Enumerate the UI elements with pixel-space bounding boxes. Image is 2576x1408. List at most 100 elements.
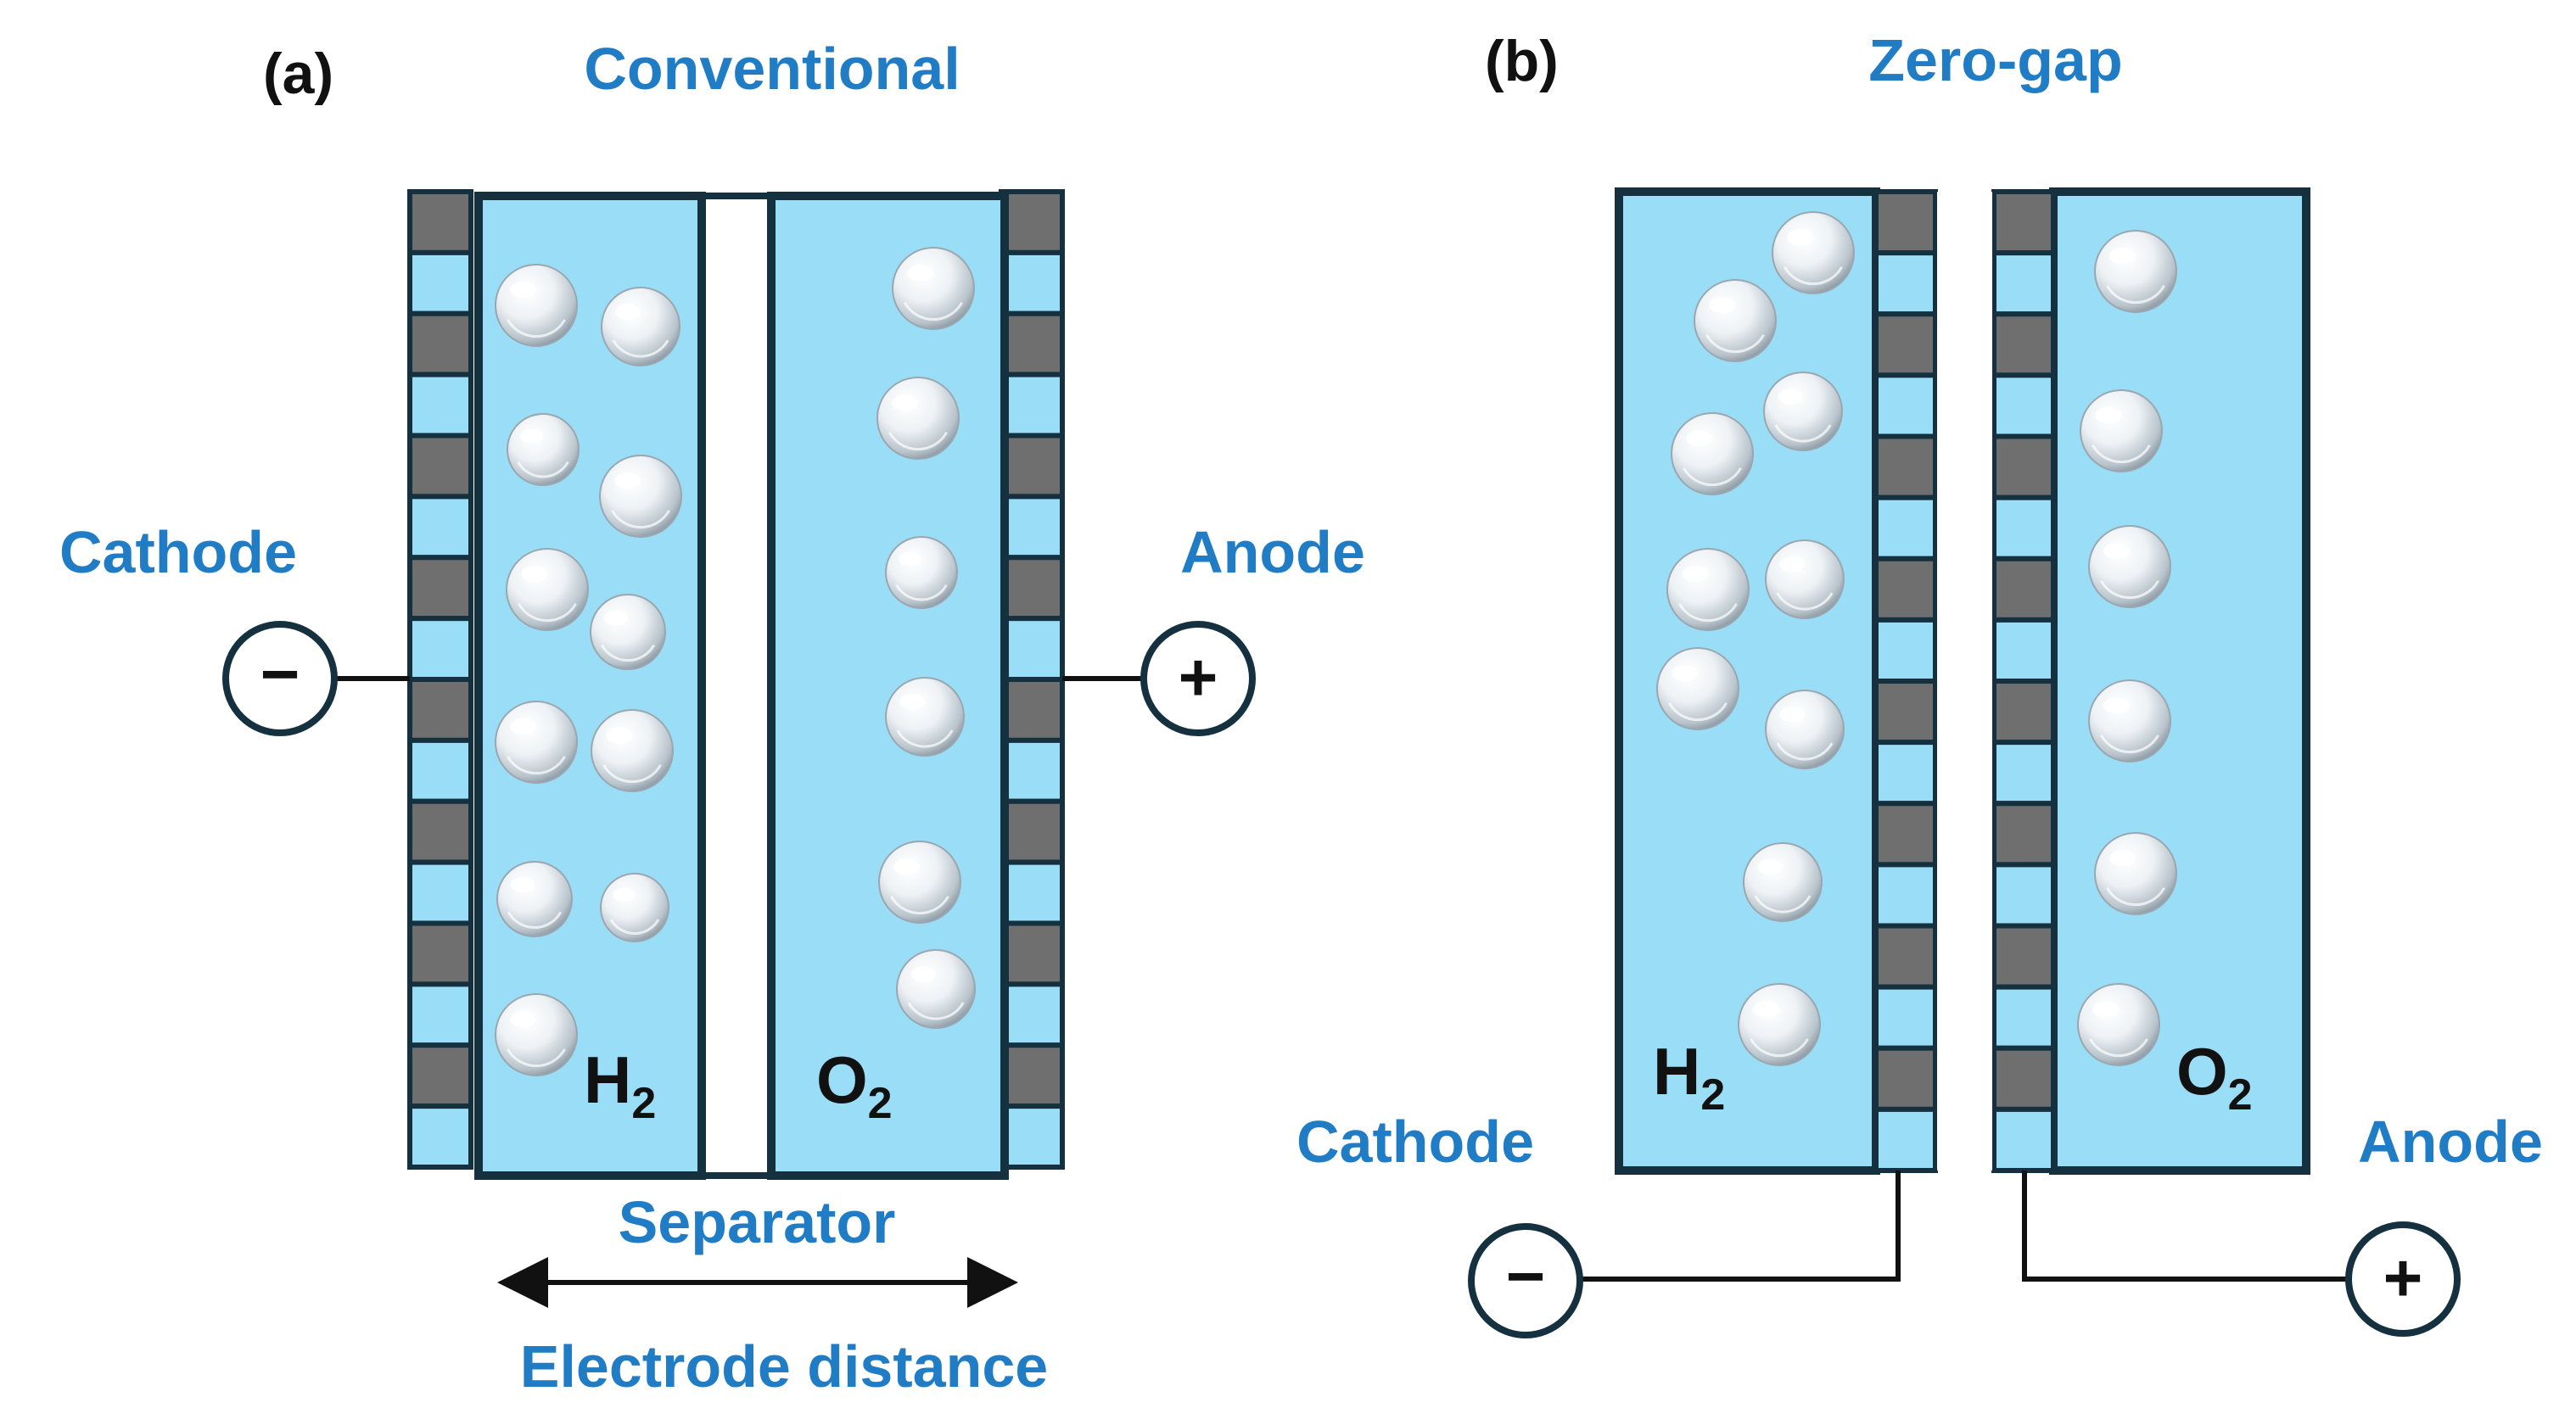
anode-label: Anode — [1180, 519, 1365, 585]
electrode-light-segment — [999, 981, 1065, 1048]
cathode-electrode-strip — [407, 189, 473, 1170]
electrode-light-segment — [407, 616, 473, 682]
plus-symbol-b: + — [2383, 1240, 2423, 1316]
minus-terminal-b — [1468, 1223, 1583, 1338]
electrode-dark-segment — [999, 189, 1065, 255]
gas-bubble — [1738, 983, 1821, 1066]
gas-bubble — [2094, 832, 2177, 915]
electrode-light-segment — [1873, 984, 1938, 1051]
electrode-dark-segment — [407, 433, 473, 500]
o2-bubbles-b — [2077, 230, 2177, 1066]
gas-bubble — [2088, 679, 2171, 763]
electrode-dark-segment — [407, 189, 473, 255]
gas-bubble — [496, 861, 573, 937]
electrode-dark-segment — [1991, 679, 2056, 746]
gas-bubble — [495, 701, 578, 784]
electrode-light-segment — [999, 249, 1065, 316]
gas-bubble — [896, 949, 976, 1029]
minus-terminal — [222, 621, 338, 736]
electrode-dark-segment — [1991, 1045, 2056, 1112]
gas-bubble — [1772, 211, 1855, 294]
gas-bubble — [1765, 690, 1845, 769]
gas-bubble — [495, 264, 578, 347]
gas-bubble — [507, 413, 580, 486]
gas-bubble — [885, 677, 965, 757]
anode-label-b: Anode — [2358, 1109, 2543, 1175]
panel-a-letter: (a) — [263, 42, 333, 106]
separator-label: Separator — [619, 1189, 896, 1255]
gas-bubble — [601, 287, 680, 366]
electrode-light-segment — [1991, 740, 2056, 807]
gas-bubble — [1666, 548, 1750, 631]
electrode-dark-segment — [1873, 311, 1938, 378]
gas-bubble — [885, 536, 958, 609]
gas-bubble — [2088, 525, 2171, 608]
electrode-light-segment — [1991, 984, 2056, 1051]
separator-gap — [706, 196, 767, 1176]
electrode-dark-segment — [1873, 189, 1938, 256]
gas-bubble — [506, 548, 589, 631]
electrode-dark-segment — [1873, 1045, 1938, 1112]
electrode-dark-segment — [407, 920, 473, 987]
panel-b-letter: (b) — [1485, 29, 1559, 93]
electrode-light-segment — [1873, 372, 1938, 439]
electrode-light-segment — [999, 616, 1065, 682]
panel-a-title: Conventional — [584, 36, 960, 102]
electrode-light-segment — [407, 859, 473, 926]
electrode-light-segment — [999, 1103, 1065, 1170]
electrode-light-segment — [999, 859, 1065, 926]
electrode-dark-segment — [999, 555, 1065, 622]
anode-chamber-b — [2049, 187, 2310, 1175]
electrode-light-segment — [1991, 617, 2056, 684]
gas-bubble — [495, 993, 578, 1076]
gas-bubble — [2094, 230, 2177, 313]
electrode-dark-segment — [999, 920, 1065, 987]
electrode-dark-segment — [1991, 189, 2056, 256]
electrode-light-segment — [999, 494, 1065, 561]
electrode-dark-segment — [1991, 923, 2056, 990]
electrode-distance-label: Electrode distance — [520, 1333, 1048, 1400]
electrode-dark-segment — [407, 310, 473, 377]
electrode-light-segment — [407, 372, 473, 439]
gas-bubble — [876, 377, 960, 460]
electrode-light-segment — [407, 981, 473, 1048]
h2-label: H2 — [584, 1042, 656, 1128]
o2-label: O2 — [816, 1042, 893, 1128]
electrode-dark-segment — [1991, 311, 2056, 378]
electrode-dark-segment — [1873, 801, 1938, 868]
plus-terminal — [1140, 621, 1256, 736]
electrode-dark-segment — [999, 1042, 1065, 1109]
electrode-dark-segment — [999, 310, 1065, 377]
electrode-dark-segment — [1991, 801, 2056, 868]
anode-electrode-strip-b — [1991, 189, 2056, 1173]
electrode-light-segment — [407, 494, 473, 561]
electrode-dark-segment — [1873, 433, 1938, 500]
electrode-light-segment — [1873, 740, 1938, 807]
gas-bubble — [1694, 279, 1777, 362]
cathode-wire-b — [1582, 1171, 1901, 1282]
panel-b: (b) Zero-gap H2 O2 Cathode Anode − + — [1296, 27, 2543, 1338]
electrode-light-segment — [1991, 372, 2056, 439]
gas-bubble — [2080, 389, 2163, 472]
electrode-light-segment — [1873, 862, 1938, 929]
electrode-light-segment — [407, 249, 473, 316]
electrode-dark-segment — [1873, 679, 1938, 746]
gas-bubble — [2077, 983, 2160, 1066]
gas-bubble — [1763, 372, 1843, 451]
h2-label-b: H2 — [1653, 1034, 1725, 1120]
h2-bubbles — [495, 264, 682, 1076]
electrode-light-segment — [999, 737, 1065, 804]
gas-bubble — [892, 247, 975, 330]
electrode-light-segment — [407, 1103, 473, 1170]
o2-label-b: O2 — [2176, 1034, 2253, 1120]
electrode-light-segment — [1873, 1106, 1938, 1173]
electrode-light-segment — [407, 737, 473, 804]
electrode-light-segment — [1991, 1106, 2056, 1173]
electrode-light-segment — [999, 372, 1065, 439]
gas-bubble — [878, 841, 961, 924]
h2-bubbles-b — [1656, 211, 1855, 1066]
gas-bubble — [590, 594, 666, 670]
plus-terminal-b — [2345, 1221, 2461, 1337]
electrode-dark-segment — [1991, 433, 2056, 500]
